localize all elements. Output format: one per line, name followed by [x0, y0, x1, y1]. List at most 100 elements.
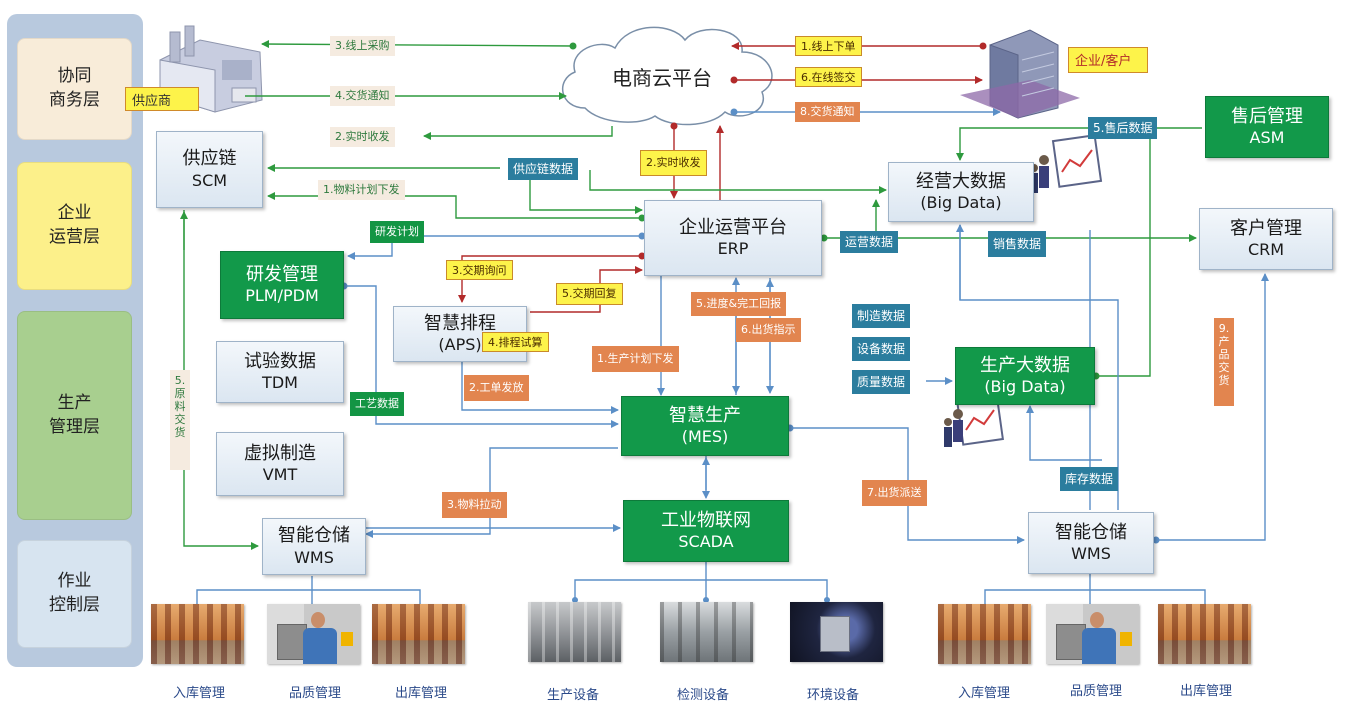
label-delivery-notice-right: 8.交货通知: [795, 102, 860, 122]
device-caption: 出库管理: [1180, 684, 1233, 699]
label-online-purchase: 3.线上采购: [330, 36, 395, 56]
wms-right-device-links: [984, 574, 1206, 604]
arrow-online-purchase: [261, 40, 577, 50]
wms-right-box[interactable]: 智能仓储 WMS: [1028, 512, 1154, 574]
label-rd-plan: 研发计划: [370, 221, 424, 243]
vmt-subtitle: VMT: [262, 465, 298, 485]
scm-title: 供应链: [182, 148, 237, 170]
label-after-sales-data: 5.售后数据: [1088, 117, 1158, 139]
device-photo-production: [528, 602, 621, 662]
asm-box[interactable]: 售后管理 ASM: [1205, 96, 1329, 158]
bigdata-prod-box[interactable]: 生产大数据 (Big Data): [955, 347, 1095, 405]
label-sales-data: 销售数据: [988, 231, 1047, 257]
label-supply-chain-data: 供应链数据: [508, 158, 579, 180]
crm-title: 客户管理: [1230, 217, 1302, 239]
presenter-board-icon: [1030, 134, 1103, 193]
label-inventory-data: 库存数据: [1060, 467, 1119, 491]
label-equip-data: 设备数据: [852, 337, 911, 361]
scada-device-links: [572, 562, 830, 603]
label-mfg-data: 制造数据: [852, 304, 911, 328]
mes-title: 智慧生产: [669, 404, 741, 426]
tdm-box[interactable]: 试验数据 TDM: [216, 341, 344, 403]
layer-production-mgmt: 生产 管理层: [17, 311, 132, 520]
device-photo-warehouse-in-right: [938, 604, 1031, 664]
vmt-box[interactable]: 虚拟制造 VMT: [216, 432, 344, 496]
line-asm-prodbigdata: [1092, 128, 1151, 380]
arrow-realtime-receipt-left: [423, 126, 613, 140]
label-progress-report: 5.进度&完工回报: [691, 292, 787, 316]
wms-left-box[interactable]: 智能仓储 WMS: [262, 518, 366, 575]
wms-left-title: 智能仓储: [278, 525, 350, 547]
plm-box[interactable]: 研发管理 PLM/PDM: [220, 251, 344, 319]
mes-box[interactable]: 智慧生产 (MES): [621, 396, 789, 456]
label-realtime-receipt-mid: 2.实时收发: [640, 150, 707, 176]
label-delivery-reply: 5.交期回复: [556, 283, 623, 305]
asm-title: 售后管理: [1231, 105, 1303, 127]
layer-enterprise-ops: 企业 运营层: [17, 162, 132, 290]
vmt-title: 虚拟制造: [244, 442, 316, 464]
wms-left-subtitle: WMS: [294, 547, 334, 567]
layer-collab-business: 协同 商务层: [17, 38, 132, 140]
device-caption: 检测设备: [677, 688, 730, 703]
label-material-delivery-vertical: 5.原料交货: [170, 370, 190, 470]
plm-subtitle: PLM/PDM: [245, 286, 319, 306]
label-online-sign: 6.在线签交: [795, 67, 862, 87]
arrow-delivery-query: [458, 252, 646, 303]
device-photo-warehouse-in-left: [151, 604, 244, 664]
scada-subtitle: SCADA: [678, 532, 734, 552]
label-material-plan: 1.物料计划下发: [318, 180, 405, 200]
label-delivery-query: 3.交期询问: [446, 260, 513, 280]
plm-title: 研发管理: [246, 263, 318, 285]
wms-right-subtitle: WMS: [1071, 544, 1111, 564]
device-photo-inspection: [660, 602, 753, 662]
device-photo-quality-left: [267, 604, 360, 664]
erp-title: 企业运营平台: [679, 216, 787, 238]
device-caption: 入库管理: [173, 686, 226, 701]
device-caption: 入库管理: [958, 686, 1011, 701]
arrow-mes-wms-left: [365, 447, 618, 538]
label-process-data: 工艺数据: [350, 392, 404, 416]
device-caption: 品质管理: [289, 686, 342, 701]
cloud-platform-label: 电商云平台: [612, 66, 712, 90]
label-production-plan: 1.生产计划下发: [592, 346, 679, 372]
supplier-tag: 供应商: [125, 87, 199, 111]
layer-operation-control: 作业 控制层: [17, 540, 132, 648]
bigdata-prod-subtitle: (Big Data): [984, 377, 1066, 397]
arrow-delivery-notice-right: [730, 108, 1001, 116]
device-caption: 生产设备: [547, 688, 600, 703]
bigdata-biz-box[interactable]: 经营大数据 (Big Data): [888, 162, 1034, 222]
wms-left-device-links: [196, 576, 421, 604]
bigdata-prod-title: 生产大数据: [980, 354, 1070, 376]
device-caption: 品质管理: [1070, 684, 1123, 699]
scm-subtitle: SCM: [191, 170, 228, 190]
asm-subtitle: ASM: [1249, 128, 1285, 148]
device-photo-quality-right: [1046, 604, 1139, 664]
scada-box[interactable]: 工业物联网 SCADA: [623, 500, 789, 562]
bigdata-biz-title: 经营大数据: [916, 170, 1006, 192]
crm-box[interactable]: 客户管理 CRM: [1199, 208, 1333, 270]
aps-title: 智慧排程: [424, 312, 496, 334]
label-quality-data: 质量数据: [852, 370, 911, 394]
label-shipping-dispatch: 7.出货派送: [862, 480, 927, 506]
label-product-delivery-vertical: 9.产品交货: [1214, 318, 1234, 406]
arrow-inventory-bigdata: [1026, 405, 1102, 461]
label-online-order: 1.线上下单: [795, 36, 862, 56]
label-realtime-receipt-left: 2.实时收发: [330, 127, 395, 147]
device-photo-warehouse-out-right: [1158, 604, 1251, 664]
crm-subtitle: CRM: [1247, 240, 1285, 260]
device-caption: 环境设备: [807, 688, 860, 703]
label-material-pull: 3.物料拉动: [442, 492, 507, 518]
arrow-wms-crm: [1152, 273, 1269, 544]
mes-subtitle: (MES): [681, 427, 729, 447]
label-work-order: 2.工单发放: [464, 375, 529, 401]
device-caption: 出库管理: [395, 686, 448, 701]
scada-title: 工业物联网: [661, 509, 751, 531]
erp-box[interactable]: 企业运营平台 ERP: [644, 200, 822, 276]
arrow-scm-wms-left: [180, 210, 259, 550]
device-photo-warehouse-out-left: [372, 604, 465, 664]
label-delivery-notice-left: 4.交货通知: [330, 86, 395, 106]
scm-box[interactable]: 供应链 SCM: [156, 131, 263, 208]
wms-right-title: 智能仓储: [1055, 521, 1127, 543]
label-schedule-trial: 4.排程试算: [482, 332, 549, 352]
